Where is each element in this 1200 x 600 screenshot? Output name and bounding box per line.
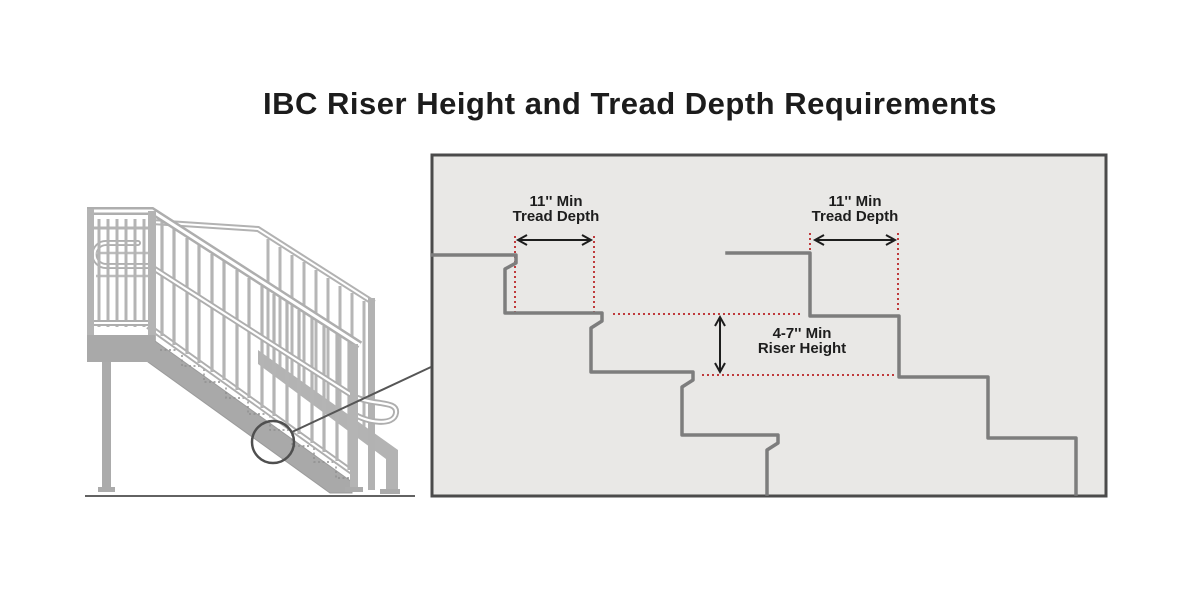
tread-depth-right-value: 11'' Min — [828, 193, 882, 210]
landing-balusters — [97, 219, 146, 327]
near-lower-rail — [146, 323, 354, 475]
callout-circle-icon — [250, 419, 296, 465]
riser-height-arrow-icon — [714, 314, 726, 375]
detail-panel — [430, 153, 1108, 498]
tread-depth-label-right: 11'' Min Tread Depth — [775, 193, 935, 225]
tread-depth-left-caption: Tread Depth — [512, 207, 600, 225]
riser-height-caption: Riser Height — [757, 339, 847, 357]
landing-corner-post — [148, 211, 156, 341]
landing-left-post — [87, 209, 94, 340]
tread-depth-left-value: 11'' Min — [529, 193, 583, 210]
riser-height-label: 4-7'' Min Riser Height — [722, 325, 882, 357]
stair-profile-lower — [725, 251, 1078, 496]
tread-depth-arrow-right-icon — [812, 234, 898, 246]
support-post — [102, 362, 111, 487]
tread-depth-label-left: 11'' Min Tread Depth — [476, 193, 636, 225]
tread-depth-arrow-left-icon — [515, 234, 594, 246]
dimension-guide-lines — [514, 233, 899, 376]
staircase-illustration — [85, 207, 432, 497]
far-post-foot — [380, 489, 400, 494]
support-post-foot — [98, 487, 115, 492]
hidden-steps-zigzag — [160, 349, 352, 479]
stair-profile-upper — [430, 253, 780, 496]
landing-platform — [87, 335, 155, 362]
landing-railing — [87, 209, 156, 341]
tread-depth-right-caption: Tread Depth — [811, 207, 899, 225]
callout-connector-line — [291, 366, 432, 433]
near-end-post — [350, 344, 358, 490]
page-title: IBC Riser Height and Tread Depth Require… — [263, 86, 997, 121]
far-stringer — [258, 350, 398, 491]
near-post-foot — [345, 487, 363, 492]
near-balusters — [160, 221, 351, 470]
riser-height-value: 4-7'' Min — [772, 325, 832, 342]
